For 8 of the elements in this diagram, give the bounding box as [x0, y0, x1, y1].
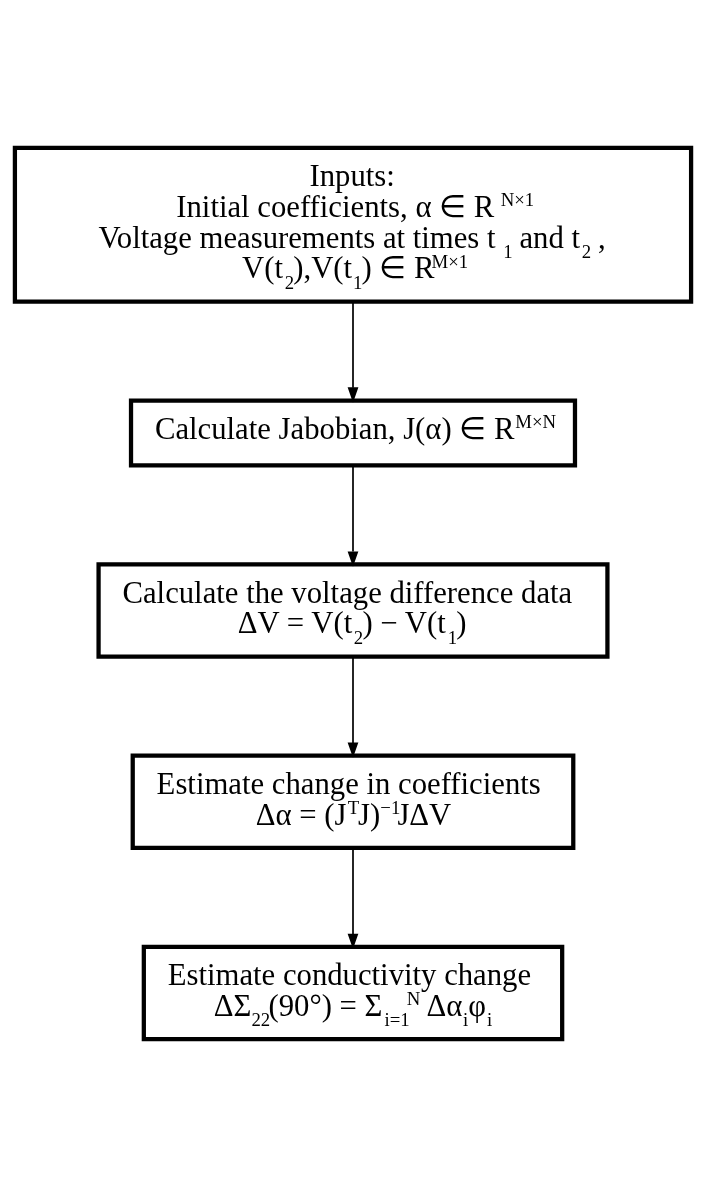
node-box: Inputs: Initial coefficients, α ∈ R$^{N×1}$ Voltage measurements at times t$_{1}$ and t$_{2}$ , V(t$_{2}$),V(t$_{1}$) ∈ R$^{M×1}$ [12, 145, 694, 304]
node-box: Estimate change in coefficients Δα = (J$^{T}$J)$^{−1}$JΔV [130, 753, 576, 850]
node-box: Calculate the voltage difference data ΔV = V(t$_{2}$) − V(t$_{1}$) [96, 561, 610, 659]
node-box: Calculate Jabobian, J(α) ∈ R$^{M×N}$ [128, 397, 578, 468]
arrow [347, 300, 359, 403]
arrow [347, 464, 359, 567]
node-box: Estimate conductivity change ΔΣ$_{22}$(90°) = Σ$_{i=1}$$^{N}$ Δα$_{i}$φ$_{i}$ [141, 944, 565, 1041]
arrow [347, 655, 359, 758]
